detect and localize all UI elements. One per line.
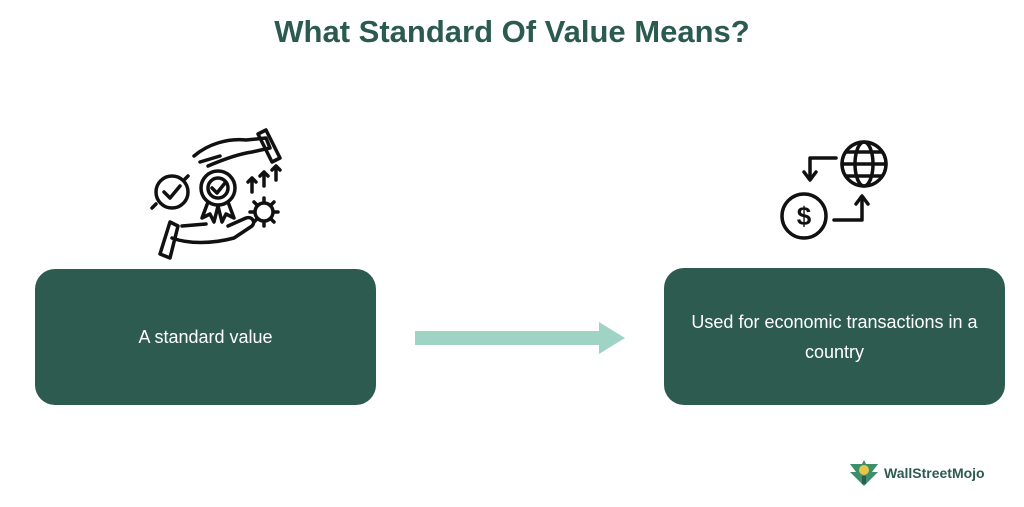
economic-transactions-text: Used for economic transactions in a coun…	[691, 311, 978, 362]
standard-value-box: A standard value	[35, 269, 376, 405]
dollar-globe-exchange-icon: $	[780, 140, 888, 240]
wallstreetmojo-logo: WallStreetMojo	[848, 458, 985, 488]
hands-badge-gear-growth-icon	[150, 128, 282, 260]
page-title: What Standard Of Value Means?	[274, 14, 750, 49]
standard-value-text: A standard value	[138, 327, 273, 347]
logo-text: WallStreetMojo	[884, 465, 985, 481]
economic-transactions-box: Used for economic transactions in a coun…	[664, 268, 1005, 405]
logo-icon	[850, 460, 878, 486]
svg-text:$: $	[797, 201, 812, 231]
right-arrow-icon	[415, 322, 625, 354]
